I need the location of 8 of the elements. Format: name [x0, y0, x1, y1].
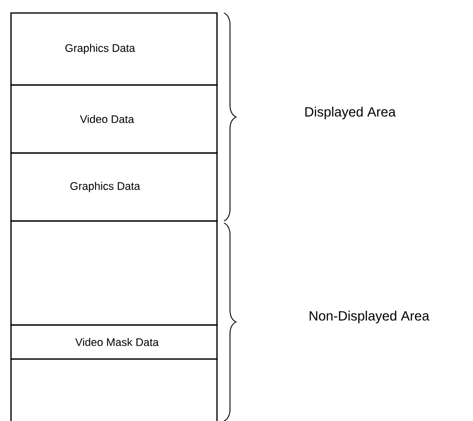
data-region: Graphics Data	[10, 12, 218, 86]
data-region: Video Data	[10, 84, 218, 154]
area-label: Displayed Area	[305, 106, 396, 120]
area-label: Non-Displayed Area	[310, 310, 430, 324]
data-region: Graphics Data	[10, 152, 218, 222]
data-region: Video Mask Data	[10, 324, 218, 360]
memory-region	[10, 358, 218, 421]
memory-region	[10, 220, 218, 326]
